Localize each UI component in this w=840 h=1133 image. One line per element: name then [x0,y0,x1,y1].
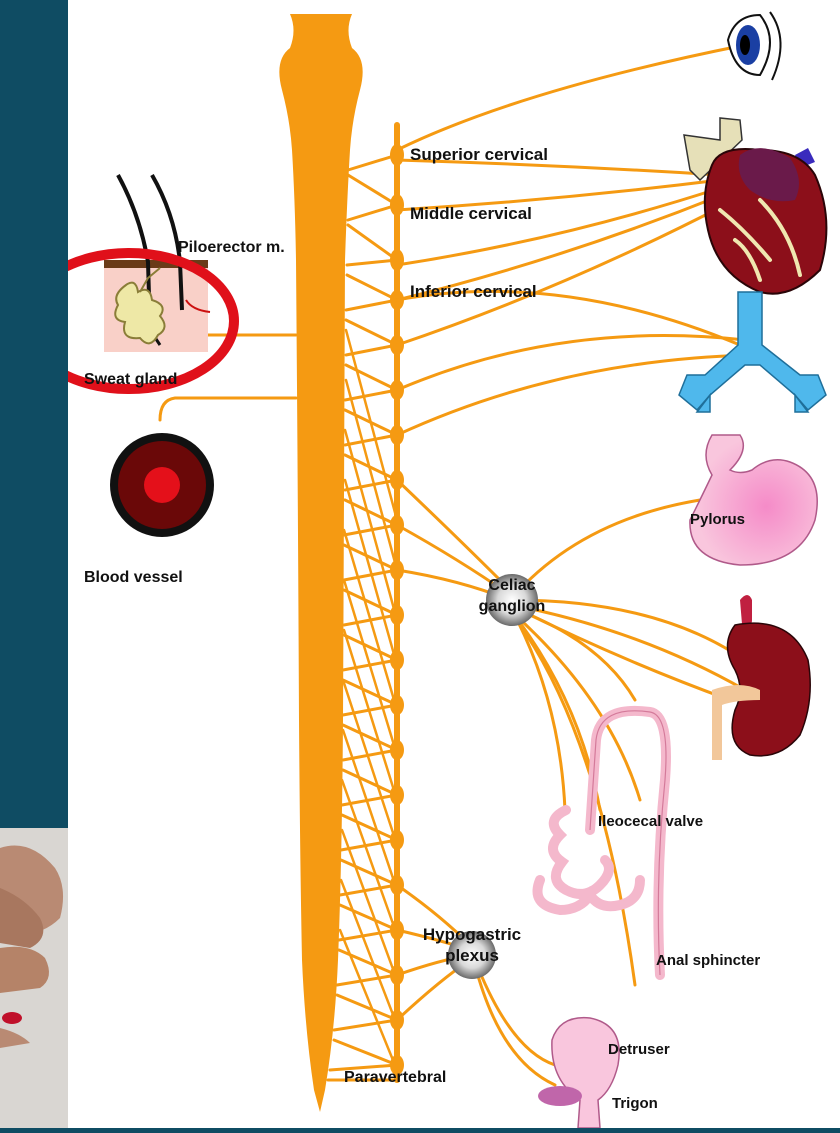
hand-photo [0,828,68,1128]
label-superior-cervical: Superior cervical [410,145,548,164]
label-piloerector: Piloerector m. [178,239,285,256]
label-ileocecal-valve: Ileocecal valve [598,813,703,830]
label-detruser: Detruser [608,1041,670,1058]
bladder-icon [538,1018,619,1128]
kidney-icon [712,595,810,760]
label-celiac: Celiac [488,577,535,594]
label-trigon: Trigon [612,1095,658,1112]
spinal-cord [279,14,362,1112]
label-blood-vessel: Blood vessel [84,569,183,586]
intestine-icon [538,711,667,975]
label-plexus: plexus [445,946,499,965]
label-inferior-cervical: Inferior cervical [410,282,537,301]
stomach-icon [690,435,817,565]
label-ganglion: ganglion [479,598,546,615]
label-anal-sphincter: Anal sphincter [656,952,760,969]
heart-icon [684,118,826,294]
eye-icon [728,12,781,80]
label-paravertebral: Paravertebral [344,1069,446,1086]
lungs-icon [679,292,826,412]
blood-vessel-icon [110,433,214,537]
label-pylorus: Pylorus [690,511,745,528]
label-middle-cervical: Middle cervical [410,204,532,223]
label-hypogastric: Hypogastric [423,925,521,944]
sympathetic-nervous-system-diagram: Piloerector m. Sweat gland Blood vessel … [68,0,840,1128]
label-sweat-gland: Sweat gland [84,371,177,388]
